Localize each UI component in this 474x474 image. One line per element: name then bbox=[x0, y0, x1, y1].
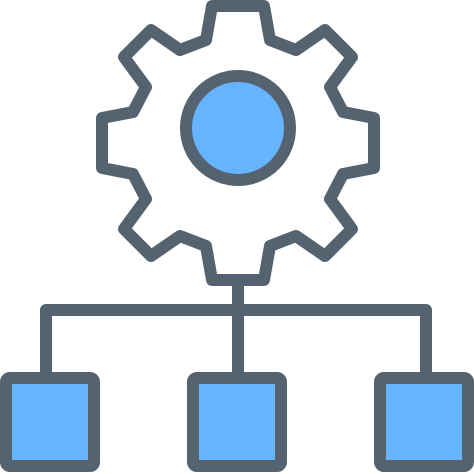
gear-icon bbox=[96, 0, 380, 286]
connector-lines bbox=[40, 274, 432, 384]
node-row bbox=[0, 372, 474, 472]
right-node-square-icon bbox=[374, 372, 474, 472]
left-node-square-icon bbox=[0, 372, 100, 472]
middle-node-square-icon bbox=[187, 372, 287, 472]
gear-hub-icon bbox=[180, 70, 296, 186]
